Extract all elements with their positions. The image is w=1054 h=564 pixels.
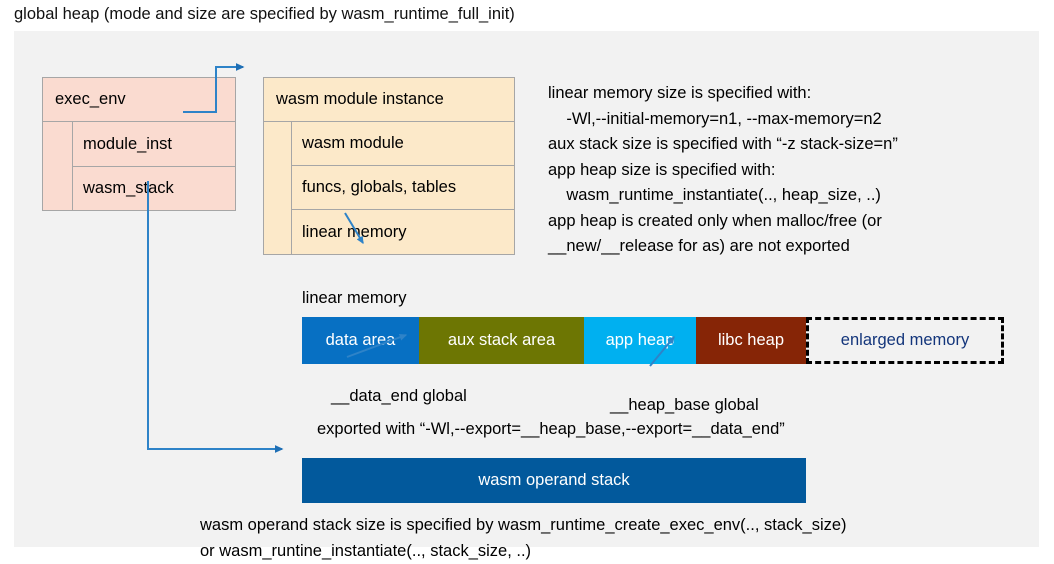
module-instance-header: wasm module instance [263,77,515,122]
exec-env-indent-column [42,121,73,211]
wasm-operand-stack-bar: wasm operand stack [302,458,806,503]
diagram-panel: exec_env module_inst wasm_stack wasm mod… [14,31,1039,560]
memory-segment-enlarged-memory: enlarged memory [806,317,1004,364]
linear-memory-note: linear memory size is specified with: -W… [548,84,898,255]
diagram-root: global heap (mode and size are specified… [14,5,1039,560]
exec-env-box: exec_env module_inst wasm_stack [42,77,236,211]
module-instance-row-wasm-module: wasm module [291,121,515,166]
module-instance-row-funcs-globals-tables: funcs, globals, tables [291,165,515,210]
annotation-data-end: __data_end global [331,387,467,405]
linear-memory-label: linear memory [302,289,407,307]
memory-segment-aux-stack-area: aux stack area [419,317,584,364]
memory-segment-libc-heap: libc heap [696,317,806,364]
annotation-heap-base: __heap_base global [610,396,759,414]
memory-segment-data-area: data area [302,317,419,364]
annotation-exported-symbols: exported with “-Wl,--export=__heap_base,… [317,420,785,438]
wasm-module-instance-box: wasm module instance wasm module funcs, … [263,77,515,255]
exec-env-row-wasm-stack: wasm_stack [72,166,236,211]
operand-stack-note: wasm operand stack size is specified by … [200,516,847,560]
module-instance-row-linear-memory: linear memory [291,209,515,255]
module-instance-indent-column [263,121,292,255]
page-title: global heap (mode and size are specified… [14,5,515,23]
exec-env-header: exec_env [42,77,236,122]
memory-segment-app-heap: app heap [584,317,696,364]
exec-env-row-module-inst: module_inst [72,121,236,167]
